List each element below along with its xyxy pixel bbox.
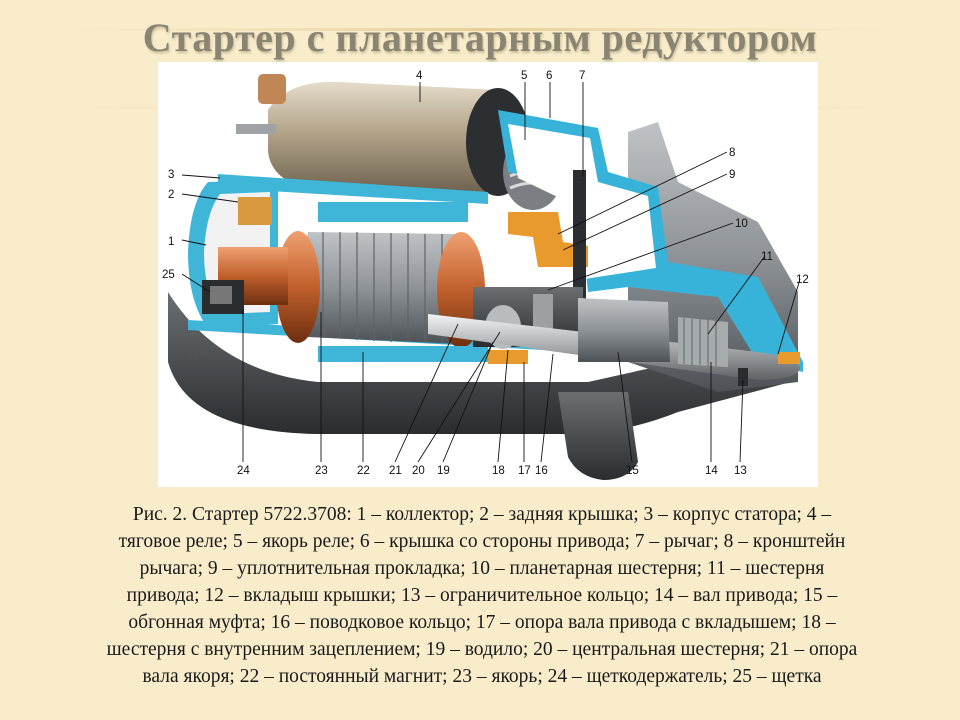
permanent-magnet-top [318, 202, 468, 222]
brush-spring-block [238, 197, 272, 225]
leader-lines [181, 82, 801, 463]
permanent-magnet-bottom [318, 346, 488, 362]
artist-watermark: И.Д.Тро [188, 353, 210, 359]
caption-line-4: привода; 12 – вкладыш крышки; 13 – огран… [126, 585, 838, 606]
callout-5: 5 [521, 70, 527, 82]
caption-line-5: обгонная муфта; 16 – поводковое кольцо; … [128, 612, 836, 633]
caption-line-3: рычага; 9 – уплотнительная прокладка; 10… [139, 558, 825, 579]
caption-line-7: вала якоря; 22 – постоянный магнит; 23 –… [142, 666, 822, 687]
callout-11: 11 [761, 251, 773, 263]
callout-15: 15 [626, 465, 639, 477]
starter-cutaway-diagram: И.Д.Тро [158, 62, 818, 487]
callout-25: 25 [162, 269, 175, 281]
callout-4: 4 [416, 70, 423, 82]
callout-1: 1 [168, 236, 174, 248]
lever-bracket [508, 212, 588, 267]
callout-8: 8 [729, 147, 735, 159]
callout-13: 13 [734, 465, 747, 477]
callout-10: 10 [735, 218, 748, 230]
pinion-teeth [683, 318, 717, 366]
callout-14: 14 [705, 465, 718, 477]
armature [303, 232, 464, 344]
cover-bushing [778, 352, 800, 364]
callout-23: 23 [315, 465, 328, 477]
callout-2: 2 [168, 189, 174, 201]
callout-3: 3 [168, 169, 174, 181]
figure-caption: Рис. 2. Стартер 5722.3708: 1 – коллектор… [18, 501, 946, 690]
callout-16: 16 [535, 465, 548, 477]
callout-21: 21 [389, 465, 402, 477]
callout-7: 7 [579, 70, 585, 82]
diagram-svg: И.Д.Тро [162, 70, 809, 480]
caption-line-6: шестерня с внутренним зацеплением; 19 – … [106, 639, 858, 660]
callout-24: 24 [237, 465, 250, 477]
callout-17: 17 [518, 465, 531, 477]
callout-numbers: 1 2 3 4 5 6 7 8 9 10 11 12 13 14 15 16 1… [162, 70, 809, 477]
callout-18: 18 [492, 465, 505, 477]
overrunning-clutch [578, 298, 670, 362]
caption-line-1: Рис. 2. Стартер 5722.3708: 1 – коллектор… [132, 504, 832, 525]
ring-gear-insert [488, 350, 528, 364]
slide-title: Стартер с планетарным редуктором [142, 15, 818, 60]
limiting-ring [738, 368, 748, 386]
relay-contact-lug [236, 124, 276, 134]
callout-19: 19 [437, 465, 450, 477]
drive-pinion [678, 317, 728, 367]
relay-terminal [258, 74, 286, 104]
callout-20: 20 [412, 465, 425, 477]
lever [573, 170, 586, 307]
traction-relay [268, 81, 503, 192]
mounting-flange [558, 392, 638, 480]
housing-lower [168, 292, 798, 434]
callout-6: 6 [546, 70, 552, 82]
callout-22: 22 [357, 465, 370, 477]
brush [210, 286, 232, 304]
caption-line-2: тяговое реле; 5 – якорь реле; 6 – крышка… [118, 531, 846, 552]
stator-shell-top [218, 174, 488, 204]
callout-9: 9 [729, 169, 735, 181]
callout-12: 12 [796, 274, 809, 286]
